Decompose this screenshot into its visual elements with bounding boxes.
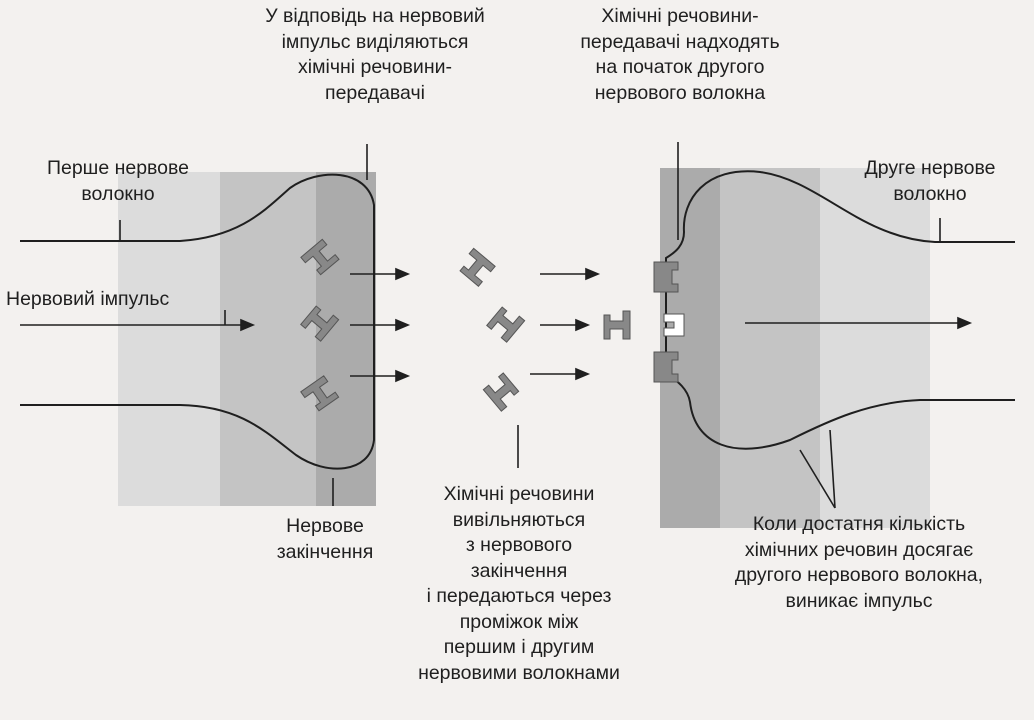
- label-gap-transfer: Хімічні речовини вивільняються з нервово…: [385, 482, 653, 686]
- neurotransmitter-molecule: [487, 304, 525, 342]
- left-bg-light: [118, 172, 220, 506]
- neurotransmitter-molecule: [457, 248, 495, 286]
- right-bg-light: [820, 168, 930, 528]
- label-arrive-second-fiber: Хімічні речовини- передавачі надходять н…: [535, 4, 825, 106]
- label-second-fiber: Друге нервове волокно: [830, 156, 1030, 207]
- label-nerve-impulse: Нервовий імпульс: [6, 287, 246, 313]
- label-nerve-ending: Нервове закінчення: [255, 514, 395, 565]
- neurotransmitter-molecule: [483, 373, 521, 411]
- label-release-impulse: У відповідь на нервовий імпульс виділяют…: [220, 4, 530, 106]
- neurotransmitter-molecule: [604, 311, 630, 339]
- label-first-fiber: Перше нервове волокно: [8, 156, 228, 207]
- left-bg-mid: [220, 172, 316, 506]
- right-bg-mid: [720, 168, 820, 528]
- right-bg-dark: [660, 168, 720, 528]
- label-threshold-impulse: Коли достатня кількість хімічних речовин…: [688, 512, 1030, 614]
